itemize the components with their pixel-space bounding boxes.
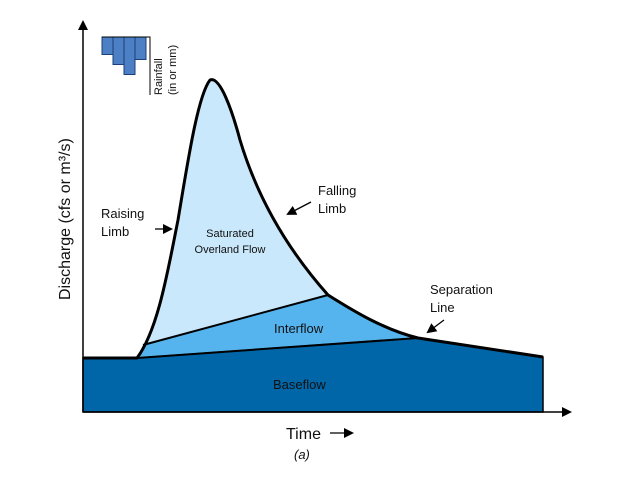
rainfall-hyetograph [101, 36, 147, 75]
baseflow-label: Baseflow [273, 377, 326, 392]
x-axis-label: Time [286, 426, 321, 443]
falling-limb-arrow-icon [286, 201, 312, 215]
figure-caption: (a) [294, 447, 310, 462]
falling-limb-label: Falling [318, 183, 356, 198]
baseflow-separation-line [136, 337, 419, 359]
y-axis-label: Discharge (cfs or m³/s) [57, 138, 74, 300]
falling-limb-label-2: Limb [318, 201, 346, 216]
rainfall-bar [123, 36, 136, 75]
separation-line-arrow-icon [426, 319, 445, 334]
saturated-overland-flow-region [137, 79, 328, 359]
hydrograph-curve [83, 78, 544, 360]
rainfall-label: Rainfall [153, 58, 165, 95]
overland-flow-label: Saturated [206, 228, 254, 240]
rainfall-units-label: (in or mm) [167, 45, 179, 95]
rainfall-bar [101, 36, 114, 55]
rainfall-bar [112, 36, 125, 65]
rainfall-bar [134, 36, 147, 60]
separation-line-label-2: Line [430, 300, 455, 315]
raising-limb-label-2: Limb [101, 224, 129, 239]
raising-limb-label: Raising [101, 206, 144, 221]
interflow-label: Interflow [274, 321, 324, 336]
overland-flow-label-2: Overland Flow [195, 244, 266, 256]
rainfall-axis [102, 36, 151, 95]
separation-line-label: Separation [430, 282, 493, 297]
interflow-separation-line [142, 294, 329, 346]
